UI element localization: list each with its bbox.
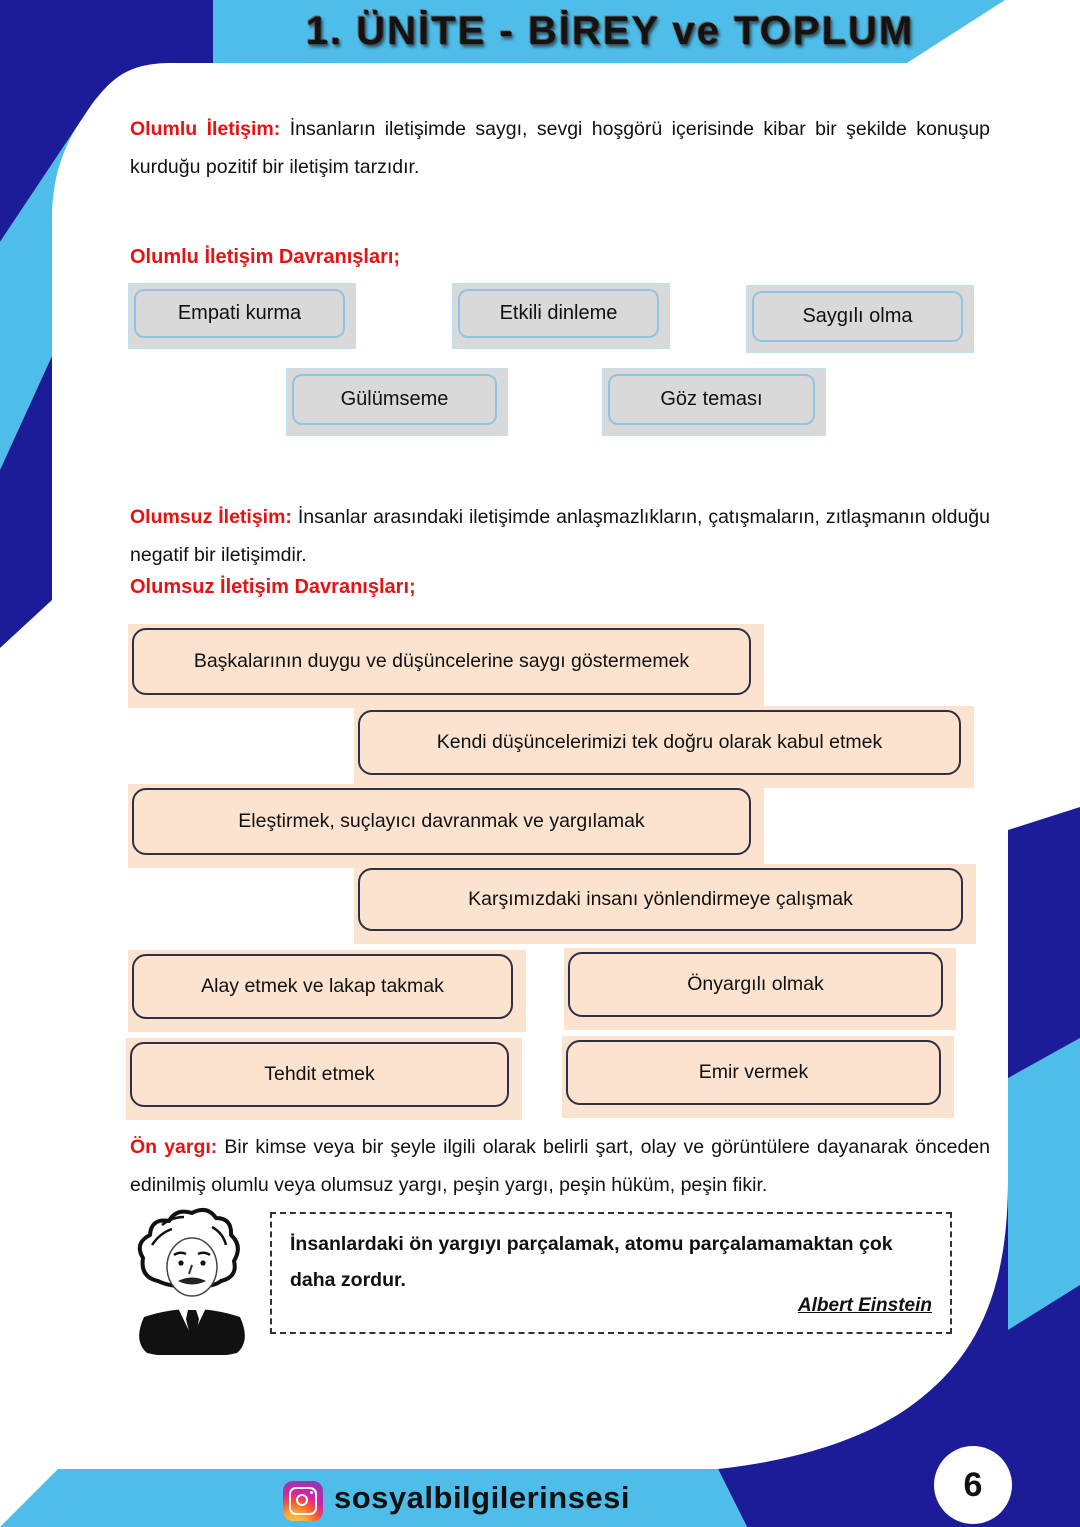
negative-behaviors-heading: Olumsuz İletişim Davranışları; [130,576,416,598]
positive-behavior-box: Gülümseme [286,368,508,436]
negative-behavior-label: Alay etmek ve lakap takmak [132,954,513,1019]
negative-behavior-label: Emir vermek [566,1040,941,1105]
positive-behavior-label: Empati kurma [134,289,345,338]
instagram-icon [283,1481,323,1521]
negative-behavior-box: Alay etmek ve lakap takmak [128,950,526,1032]
page-number-badge: 6 [934,1446,1012,1524]
negative-behavior-box: Önyargılı olmak [564,948,956,1030]
negative-behavior-label: Kendi düşüncelerimizi tek doğru olarak k… [358,710,961,775]
positive-communication-label: Olumlu İletişim: [130,117,281,140]
social-handle: sosyalbilgilerinsesi [334,1480,631,1515]
negative-behavior-label: Tehdit etmek [130,1042,509,1107]
negative-behavior-box: Emir vermek [562,1036,954,1118]
negative-behavior-box: Kendi düşüncelerimizi tek doğru olarak k… [354,706,974,788]
positive-behaviors-heading: Olumlu İletişim Davranışları; [130,246,401,268]
einstein-portrait [137,1207,245,1355]
positive-behavior-label: Etkili dinleme [458,289,659,338]
positive-communication-paragraph: Olumlu İletişim: İnsanların iletişimde s… [130,110,990,186]
positive-communication-text: İnsanların iletişimde saygı, sevgi hoşgö… [130,117,991,178]
negative-communication-text: İnsanlar arasındaki iletişimde anlaşmazl… [130,505,990,566]
negative-behavior-label: Karşımızdaki insanı yönlendirmeye çalışm… [358,868,963,931]
positive-behavior-label: Gülümseme [292,374,497,425]
positive-behavior-label: Göz teması [608,374,815,425]
positive-behavior-box: Göz teması [602,368,826,436]
negative-behavior-box: Karşımızdaki insanı yönlendirmeye çalışm… [354,864,976,944]
positive-behavior-box: Etkili dinleme [452,283,670,349]
negative-behavior-label: Eleştirmek, suçlayıcı davranmak ve yargı… [132,788,751,855]
page-title: 1. ÜNİTE - BİREY ve TOPLUM [305,9,915,53]
prejudice-label: Ön yargı: [130,1135,218,1158]
einstein-quote-box: İnsanlardaki ön yargıyı parçalamak, atom… [270,1212,952,1334]
positive-behavior-label: Saygılı olma [752,291,963,342]
negative-behavior-label: Önyargılı olmak [568,952,943,1017]
negative-behavior-box: Başkalarının duygu ve düşüncelerine sayg… [128,624,764,708]
positive-behavior-box: Saygılı olma [746,285,974,353]
negative-communication-paragraph: Olumsuz İletişim: İnsanlar arasındaki il… [130,498,990,574]
page-number: 6 [963,1465,983,1504]
positive-behavior-box: Empati kurma [128,283,356,349]
negative-behavior-box: Tehdit etmek [126,1038,522,1120]
prejudice-text: Bir kimse veya bir şeyle ilgili olarak b… [130,1135,990,1196]
negative-behavior-box: Eleştirmek, suçlayıcı davranmak ve yargı… [128,784,764,868]
quote-text: İnsanlardaki ön yargıyı parçalamak, atom… [290,1233,893,1291]
negative-behavior-label: Başkalarının duygu ve düşüncelerine sayg… [132,628,751,695]
quote-author: Albert Einstein [797,1295,932,1316]
negative-communication-label: Olumsuz İletişim: [130,505,292,528]
prejudice-paragraph: Ön yargı: Bir kimse veya bir şeyle ilgil… [130,1128,990,1204]
